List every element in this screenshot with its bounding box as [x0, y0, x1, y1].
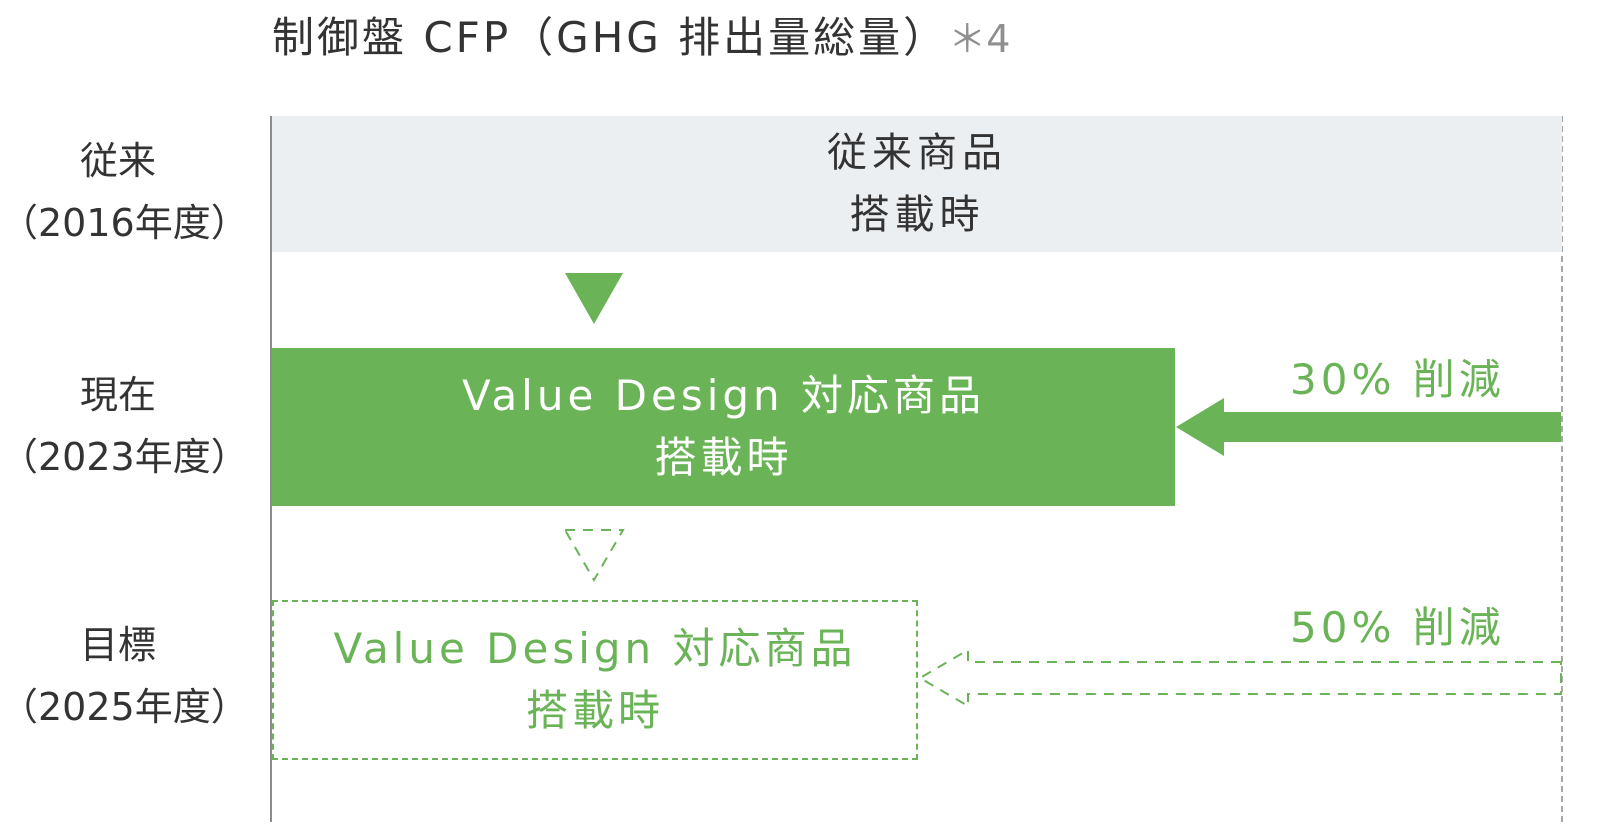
baseline-reference-dashed-line [1561, 116, 1563, 822]
row-label-2025-line1: 目標 [79, 623, 156, 667]
reduction-label-30: 30% 削減 [1290, 355, 1505, 404]
row-label-2016-line1: 従来 [79, 139, 156, 183]
box-current-2023: Value Design 対応商品 搭載時 [272, 348, 1175, 506]
down-arrow-dashed-icon [563, 529, 625, 582]
box-target-line2: 搭載時 [525, 686, 664, 735]
box-baseline-2016: 従来商品 搭載時 [272, 116, 1562, 252]
row-label-2016: 従来 （2016年度） [0, 130, 249, 254]
box-baseline-line2: 搭載時 [849, 192, 985, 238]
box-target-2025: Value Design 対応商品 搭載時 [272, 600, 918, 760]
reduction-arrow-30-icon [1176, 398, 1561, 456]
row-label-2023-line1: 現在 [79, 373, 156, 417]
row-label-2016-line2: （2016年度） [0, 201, 249, 245]
row-label-2023: 現在 （2023年度） [0, 364, 249, 488]
row-label-2025-line2: （2025年度） [0, 685, 249, 729]
box-current-line1: Value Design 対応商品 [461, 371, 986, 420]
row-label-2025: 目標 （2025年度） [0, 614, 249, 738]
chart-title: 制御盤 CFP（GHG 排出量総量）＊4 [272, 4, 1010, 65]
left-axis-line [270, 116, 272, 822]
box-baseline-line1: 従来商品 [827, 130, 1007, 176]
reduction-arrow-50-icon [918, 648, 1562, 708]
down-arrow-solid-icon [565, 273, 623, 324]
chart-title-note: ＊4 [948, 17, 1011, 61]
box-target-line1: Value Design 対応商品 [333, 624, 857, 673]
chart-title-text: 制御盤 CFP（GHG 排出量総量） [272, 13, 949, 62]
box-current-line2: 搭載時 [654, 433, 793, 482]
row-label-2023-line2: （2023年度） [0, 435, 249, 479]
reduction-label-50: 50% 削減 [1290, 603, 1505, 652]
